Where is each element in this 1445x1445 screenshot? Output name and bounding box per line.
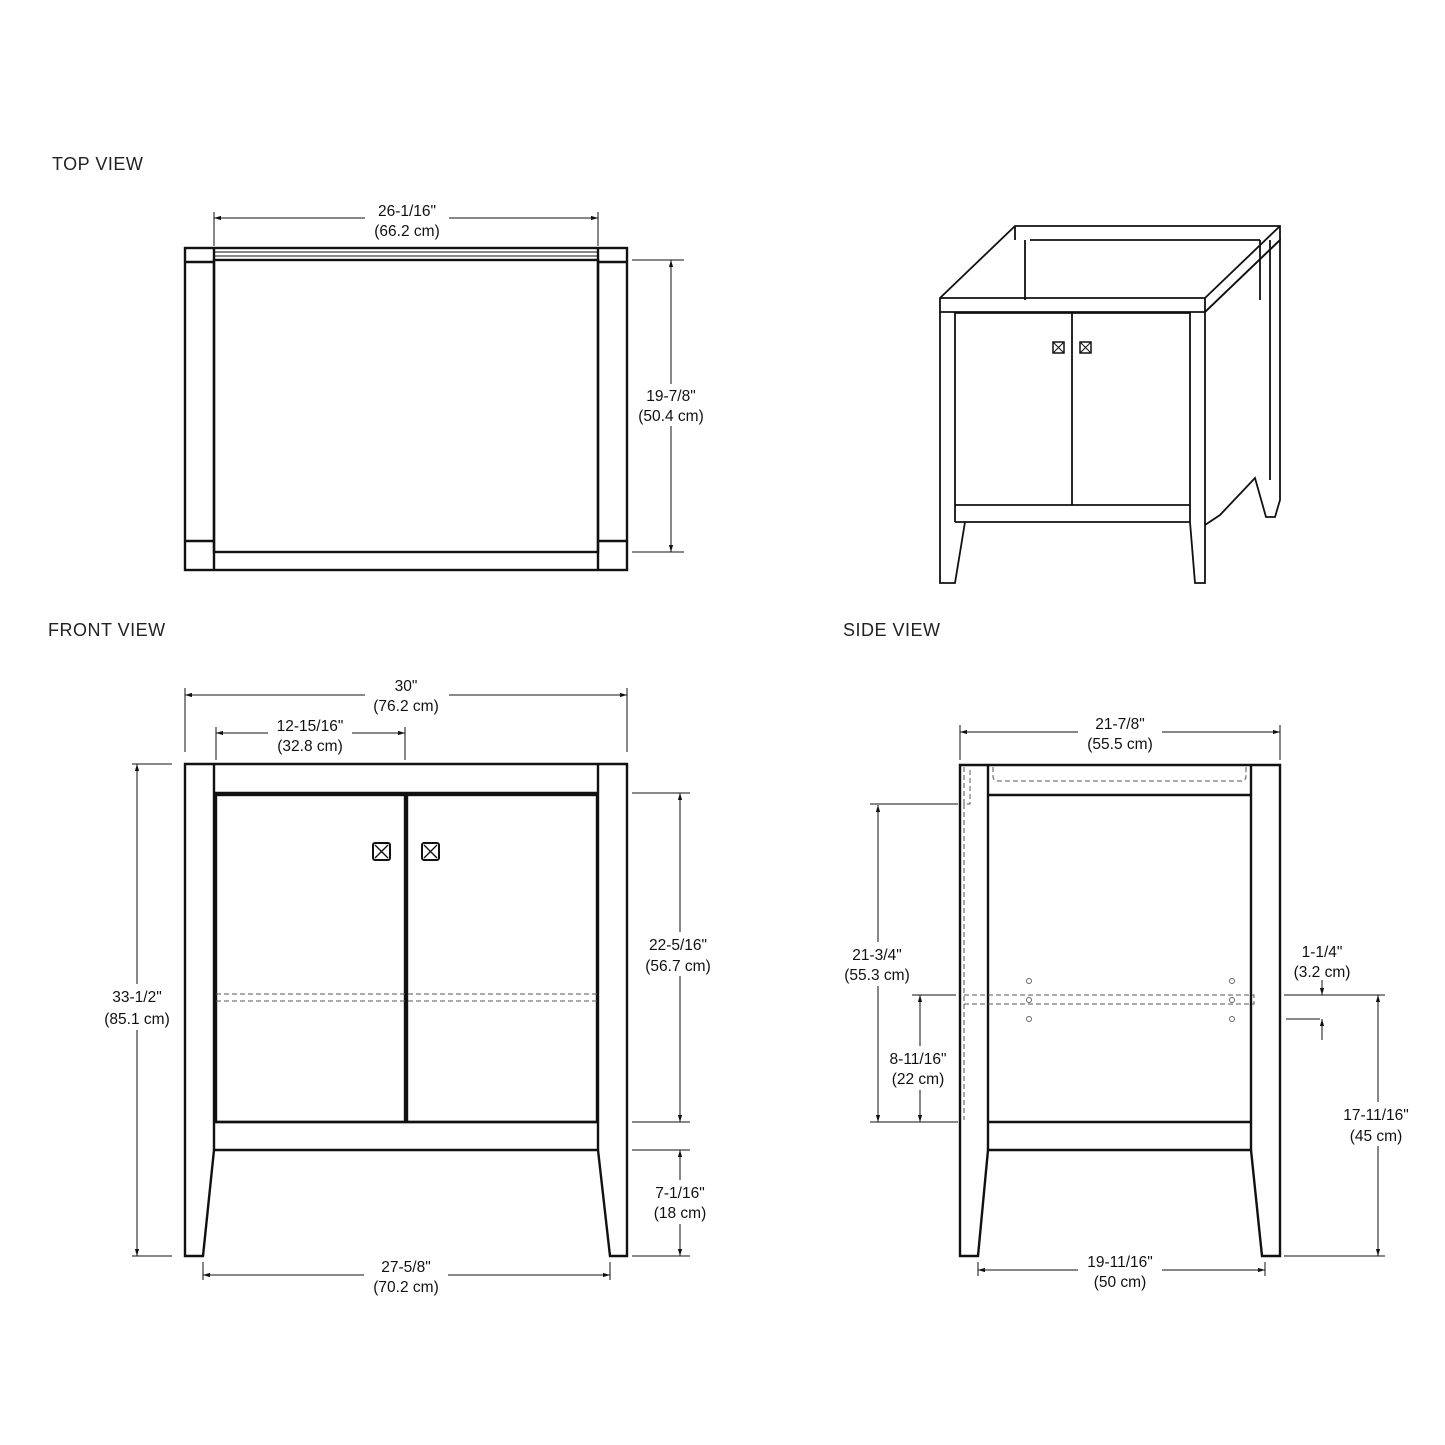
side-shelf-adjust-in: 1-1/4"	[1302, 944, 1343, 961]
front-leg-height-in: 7-1/16"	[655, 1185, 704, 1202]
side-view: SIDE VIEW 21-7/8" (55.5 cm) 21-3/4" (55.…	[838, 620, 1418, 1293]
front-height-in: 33-1/2"	[112, 989, 161, 1006]
side-depth-cm: (55.5 cm)	[1087, 736, 1152, 753]
shelf-pin-holes	[1026, 978, 1235, 1022]
front-leg-span-in: 27-5/8"	[381, 1259, 430, 1276]
side-view-title: SIDE VIEW	[843, 620, 941, 640]
door-knob-icon	[421, 842, 440, 861]
front-door-height-cm: (56.7 cm)	[645, 958, 710, 975]
side-shelf-adjust-cm: (3.2 cm)	[1294, 964, 1351, 981]
front-overall-width-in: 30"	[395, 678, 418, 695]
hidden-top-edge	[963, 767, 1247, 1120]
door-knob-icon	[372, 842, 391, 861]
top-view-title: TOP VIEW	[52, 154, 143, 174]
front-leg-height-cm: (18 cm)	[654, 1205, 707, 1222]
side-shelf-height-in: 8-11/16"	[890, 1051, 947, 1068]
top-corner-posts	[185, 248, 627, 570]
left-door	[214, 793, 407, 1124]
right-door	[405, 793, 599, 1124]
front-door-height-in: 22-5/16"	[649, 937, 707, 954]
front-height-cm: (85.1 cm)	[104, 1011, 169, 1028]
side-leg-span-in: 19-11/16"	[1087, 1254, 1153, 1271]
front-leg-span-cm: (70.2 cm)	[373, 1279, 438, 1296]
side-cabinet-outline	[958, 763, 1282, 1258]
front-door-width-in: 12-15/16"	[277, 718, 344, 735]
side-shelf-height-cm: (22 cm)	[892, 1071, 945, 1088]
knob-icon	[1052, 341, 1065, 354]
front-view-title: FRONT VIEW	[48, 620, 166, 640]
front-view: FRONT VIEW 30" (76.2 cm) 12-15/16" (32.8…	[48, 620, 718, 1298]
side-frame-rails	[986, 765, 1253, 1150]
perspective-view	[939, 225, 1281, 584]
top-inner-panel	[212, 258, 600, 554]
top-width-cm: (66.2 cm)	[374, 223, 439, 240]
front-door-width-cm: (32.8 cm)	[277, 738, 342, 755]
side-leg-span-cm: (50 cm)	[1094, 1274, 1147, 1291]
side-shelf-floor-cm: (45 cm)	[1350, 1128, 1403, 1145]
knob-icon	[1079, 341, 1092, 354]
top-view: TOP VIEW 26-1/16" (66.2 cm) 19-7/8" (50.…	[52, 154, 712, 572]
top-width-in: 26-1/16"	[378, 203, 436, 220]
side-depth-in: 21-7/8"	[1095, 716, 1144, 733]
side-shelf-floor-in: 17-11/16"	[1343, 1107, 1409, 1124]
top-depth-in: 19-7/8"	[646, 388, 695, 405]
side-inner-height-cm: (55.3 cm)	[844, 967, 909, 984]
top-depth-cm: (50.4 cm)	[638, 408, 703, 425]
hidden-shelf	[964, 994, 1255, 1005]
top-outline	[183, 246, 629, 572]
front-overall-width-cm: (76.2 cm)	[373, 698, 438, 715]
side-inner-height-in: 21-3/4"	[852, 947, 901, 964]
